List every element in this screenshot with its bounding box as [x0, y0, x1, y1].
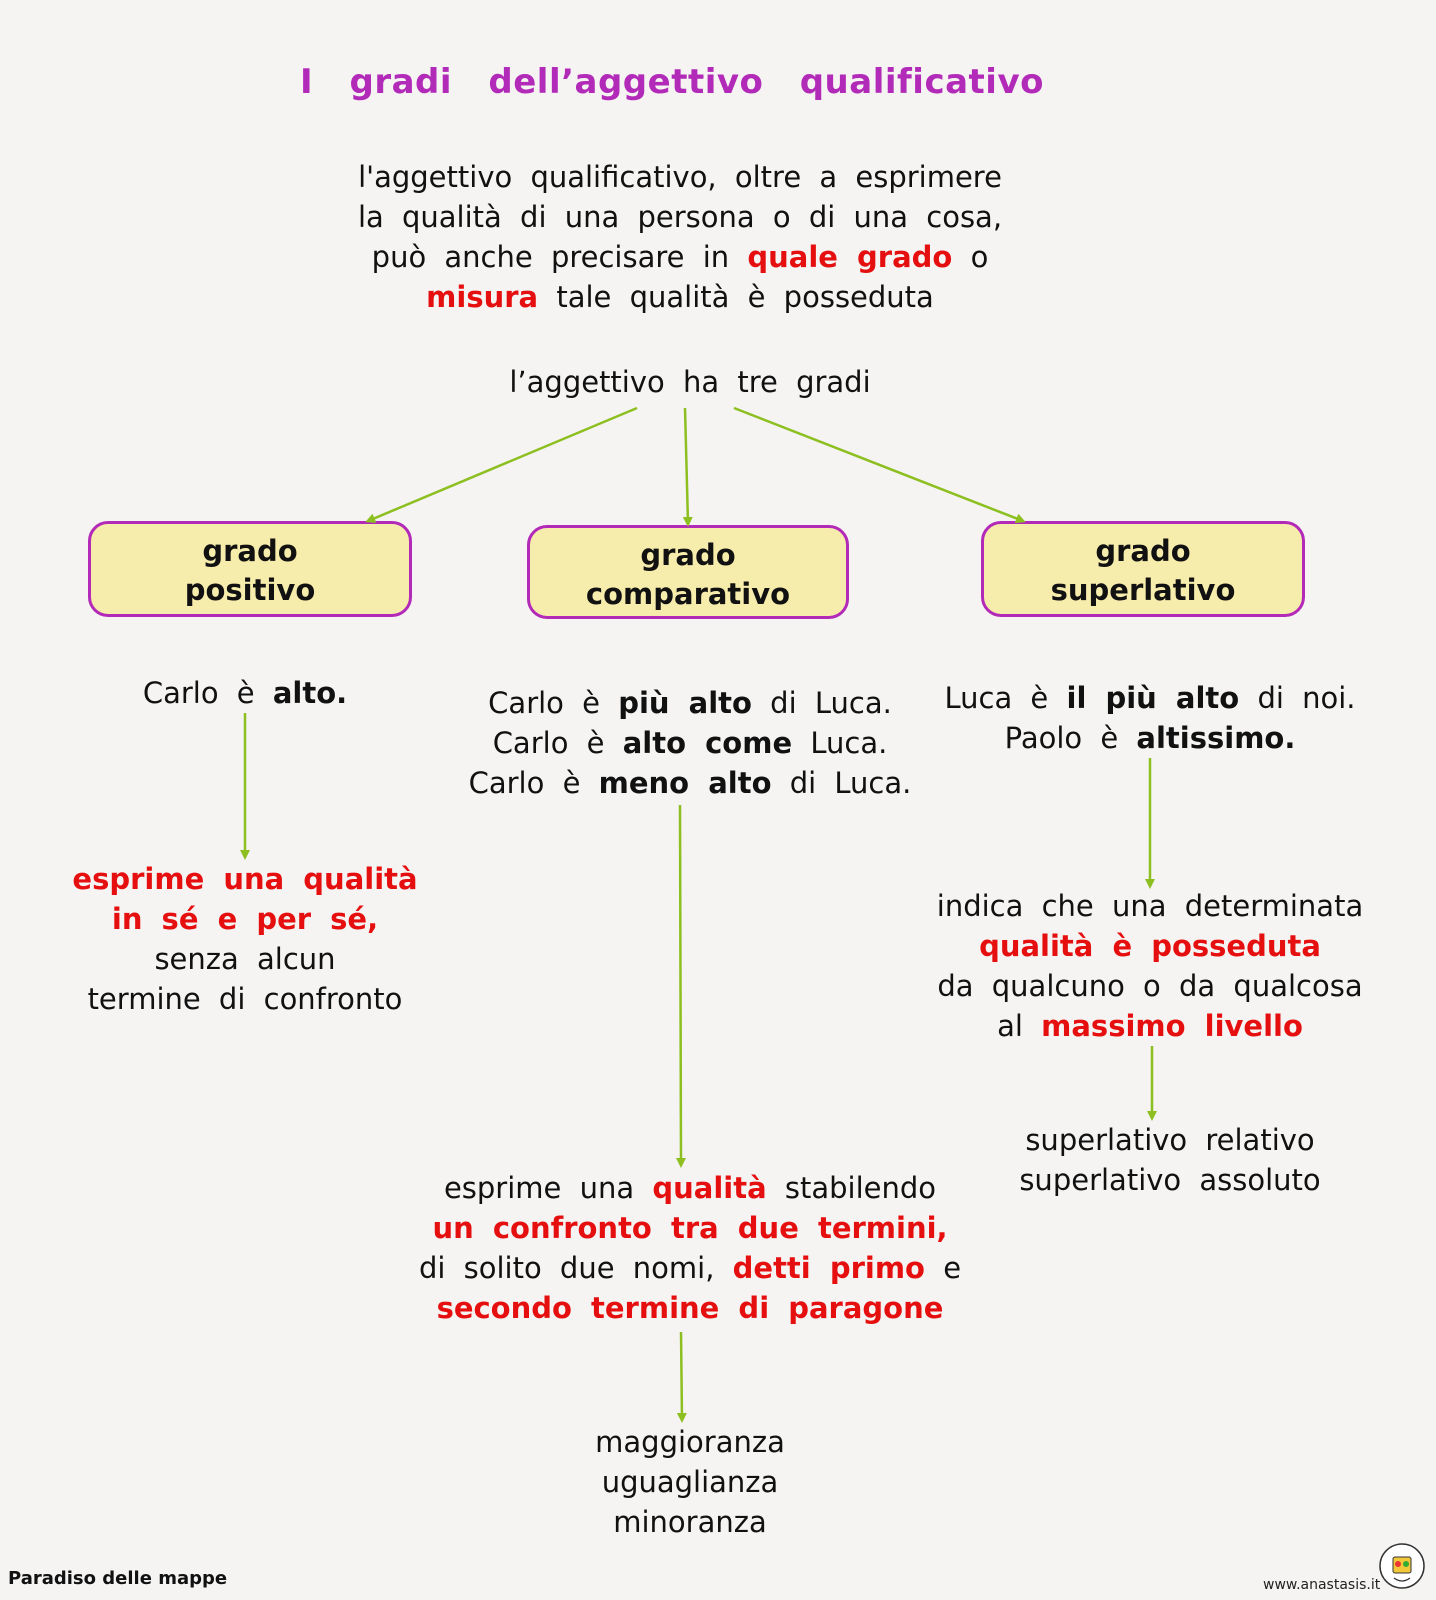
positivo-description: esprime una qualità in sé e per sé, senz…: [72, 862, 418, 1016]
arrow-root-to-superlativo: [733, 406, 1026, 524]
intro-line-4: misura tale qualità è posseduta: [426, 280, 934, 314]
comparativo-examples: Carlo è più alto di Luca. Carlo è alto c…: [430, 683, 950, 803]
type-superlativo-relativo: superlativo relativo: [1025, 1123, 1315, 1157]
comparativo-example-3: Carlo è meno alto di Luca.: [468, 766, 912, 800]
superlativo-description: indica che una determinata qualità è pos…: [936, 889, 1364, 1043]
type-maggioranza: maggioranza: [595, 1425, 785, 1459]
superlativo-example-2: Paolo è altissimo.: [1004, 721, 1296, 755]
arrow-root-to-comparativo: [682, 407, 693, 527]
supermappe-logo: [1376, 1540, 1428, 1592]
title-word-4: qualificativo: [799, 62, 1044, 102]
arrow-comparativo-to-desc: [675, 804, 686, 1168]
type-uguaglianza: uguaglianza: [601, 1465, 779, 1499]
superlativo-types: superlativo relativo superlativo assolut…: [960, 1120, 1380, 1200]
type-minoranza: minoranza: [613, 1505, 767, 1539]
comparativo-example-1: Carlo è più alto di Luca.: [488, 686, 892, 720]
positivo-example: Carlo è alto.: [142, 676, 348, 710]
intro-text: l'aggettivo qualificativo, oltre a espri…: [290, 157, 1070, 317]
comparativo-description: esprime una qualità stabilendo un confro…: [418, 1171, 962, 1325]
footer-website: www.anastasis.it: [1263, 1577, 1381, 1593]
title-word-2: gradi: [349, 62, 453, 102]
intro-highlight-grado: quale grado: [747, 240, 953, 274]
superlativo-examples: Luca è il più alto di noi. Paolo è altis…: [930, 678, 1370, 758]
arrow-root-to-positivo: [365, 406, 638, 523]
root-node: l’aggettivo ha tre gradi: [509, 365, 871, 399]
title-word-3: dell’aggettivo: [488, 62, 764, 102]
intro-line-2: la qualità di una persona o di una cosa,: [357, 200, 1003, 234]
comparativo-example-2: Carlo è alto come Luca.: [492, 726, 888, 760]
page-title: I gradi dell’aggettivo qualificativo: [300, 62, 1060, 102]
footer-credit: Paradiso delle mappe: [8, 1568, 228, 1589]
arrow-comparativo-to-types: [676, 1331, 687, 1423]
comparativo-types: maggioranza uguaglianza minoranza: [530, 1422, 850, 1542]
intro-line-1: l'aggettivo qualificativo, oltre a espri…: [358, 160, 1002, 194]
intro-highlight-misura: misura: [426, 280, 539, 314]
type-superlativo-assoluto: superlativo assoluto: [1019, 1163, 1321, 1197]
superlativo-example-1: Luca è il più alto di noi.: [944, 681, 1356, 715]
box-grado-positivo: grado positivo: [88, 521, 412, 617]
title-word-1: I: [300, 62, 314, 102]
box-grado-superlativo: grado superlativo: [981, 521, 1305, 617]
intro-line-3: può anche precisare in quale grado o: [371, 240, 989, 274]
